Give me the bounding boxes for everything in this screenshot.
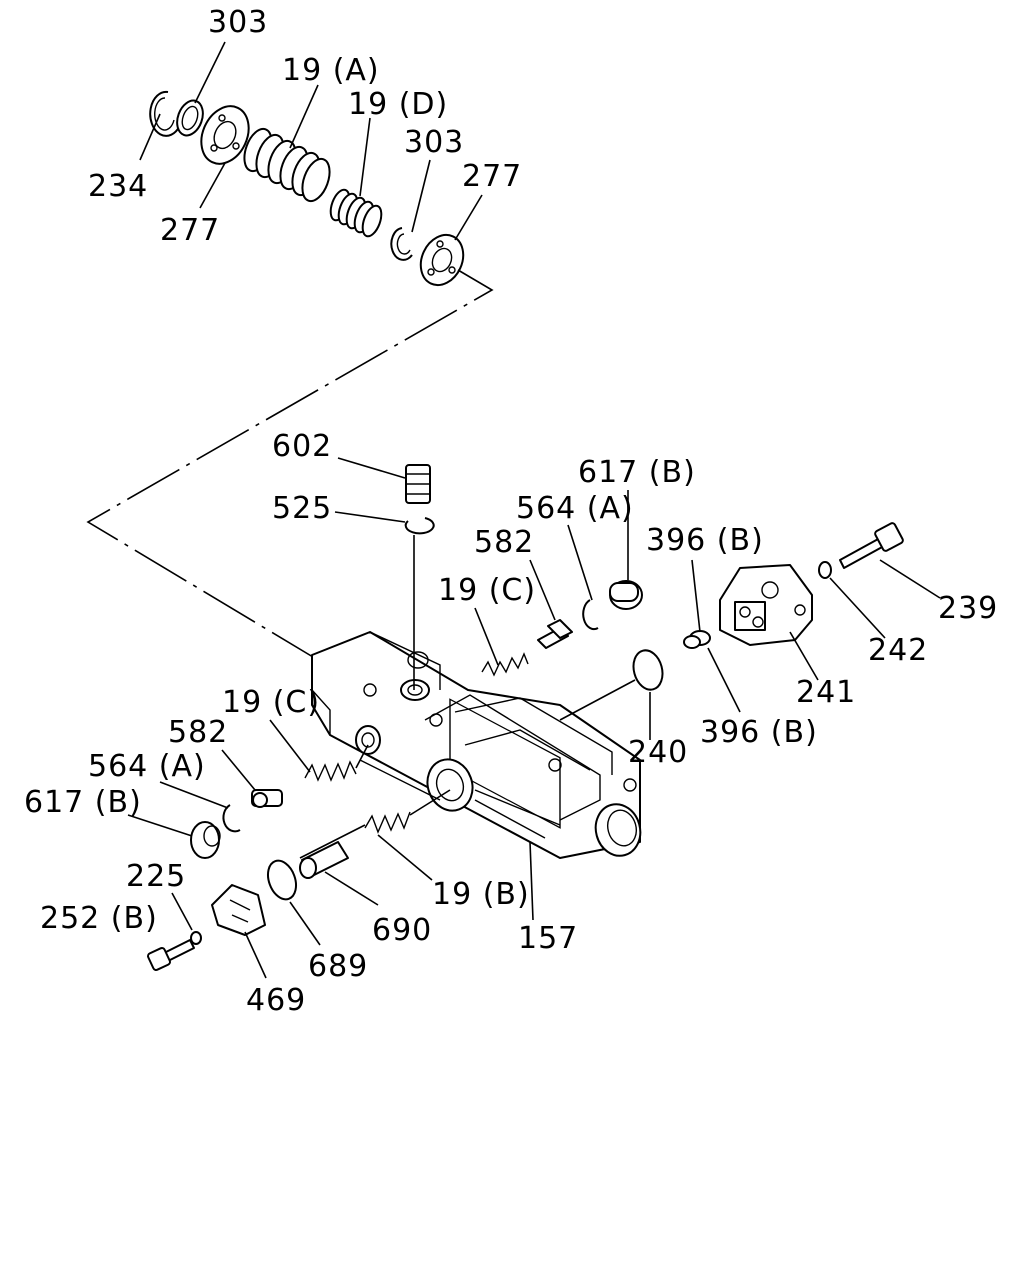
part-252b-bolt[interactable] (147, 939, 195, 971)
part-157-valve-body[interactable] (311, 631, 646, 861)
part-602-plug[interactable] (405, 464, 431, 504)
part-19b-spring[interactable] (364, 811, 411, 834)
label-241: 241 (796, 675, 856, 710)
part-19c-spring-left[interactable] (304, 760, 357, 782)
part-242-washer[interactable] (818, 561, 832, 579)
part-582-pin-top[interactable] (537, 619, 573, 649)
label-617b-left: 617 (B) (24, 785, 142, 820)
label-157: 157 (518, 921, 578, 956)
label-19c-top: 19 (C) (438, 573, 536, 608)
label-525: 525 (272, 491, 332, 526)
part-303-ring-right[interactable] (390, 227, 413, 261)
label-239: 239 (938, 591, 998, 626)
label-582-left: 582 (168, 715, 228, 750)
part-277-plate-left[interactable] (192, 99, 257, 172)
label-277-right: 277 (462, 159, 522, 194)
part-564a-ring-top[interactable] (582, 599, 599, 631)
label-19d: 19 (D) (348, 87, 448, 122)
part-582-pin-left[interactable] (251, 789, 283, 808)
part-19d-spring[interactable] (327, 187, 385, 239)
part-240-o-ring[interactable] (629, 647, 666, 693)
part-277-plate-right[interactable] (413, 228, 471, 292)
part-239-bolt[interactable] (839, 522, 904, 569)
part-617b-plug-left[interactable] (190, 821, 221, 859)
part-689-o-ring[interactable] (263, 857, 301, 903)
label-602: 602 (272, 429, 332, 464)
label-564a-left: 564 (A) (88, 749, 206, 784)
label-564a-top: 564 (A) (516, 491, 634, 526)
part-469-cover[interactable] (211, 884, 266, 936)
label-19a: 19 (A) (282, 53, 380, 88)
part-225-washer[interactable] (190, 931, 202, 945)
label-240: 240 (628, 735, 688, 770)
label-234: 234 (88, 169, 148, 204)
label-690: 690 (372, 913, 432, 948)
part-690-plunger[interactable] (299, 841, 349, 879)
label-225: 225 (126, 859, 186, 894)
part-19c-spring-top[interactable] (481, 652, 529, 677)
part-19a-spring[interactable] (239, 125, 335, 205)
label-303-top: 303 (208, 5, 268, 40)
label-19b: 19 (B) (432, 877, 530, 912)
part-525-ring[interactable] (404, 517, 435, 535)
part-396b-pins[interactable] (683, 630, 711, 649)
label-582-top: 582 (474, 525, 534, 560)
part-234-snap-ring[interactable] (149, 90, 181, 137)
label-19c-left: 19 (C) (222, 685, 320, 720)
label-617b-top: 617 (B) (578, 455, 696, 490)
label-242: 242 (868, 633, 928, 668)
label-303-right: 303 (404, 125, 464, 160)
part-241-cover[interactable] (719, 564, 813, 646)
label-277-left: 277 (160, 213, 220, 248)
label-396b-bottom: 396 (B) (700, 715, 818, 750)
label-469: 469 (246, 983, 306, 1018)
label-689: 689 (308, 949, 368, 984)
label-396b-top: 396 (B) (646, 523, 764, 558)
part-564a-ring-left[interactable] (222, 804, 241, 833)
part-617b-plug-top[interactable] (609, 580, 643, 610)
label-252b: 252 (B) (40, 901, 158, 936)
